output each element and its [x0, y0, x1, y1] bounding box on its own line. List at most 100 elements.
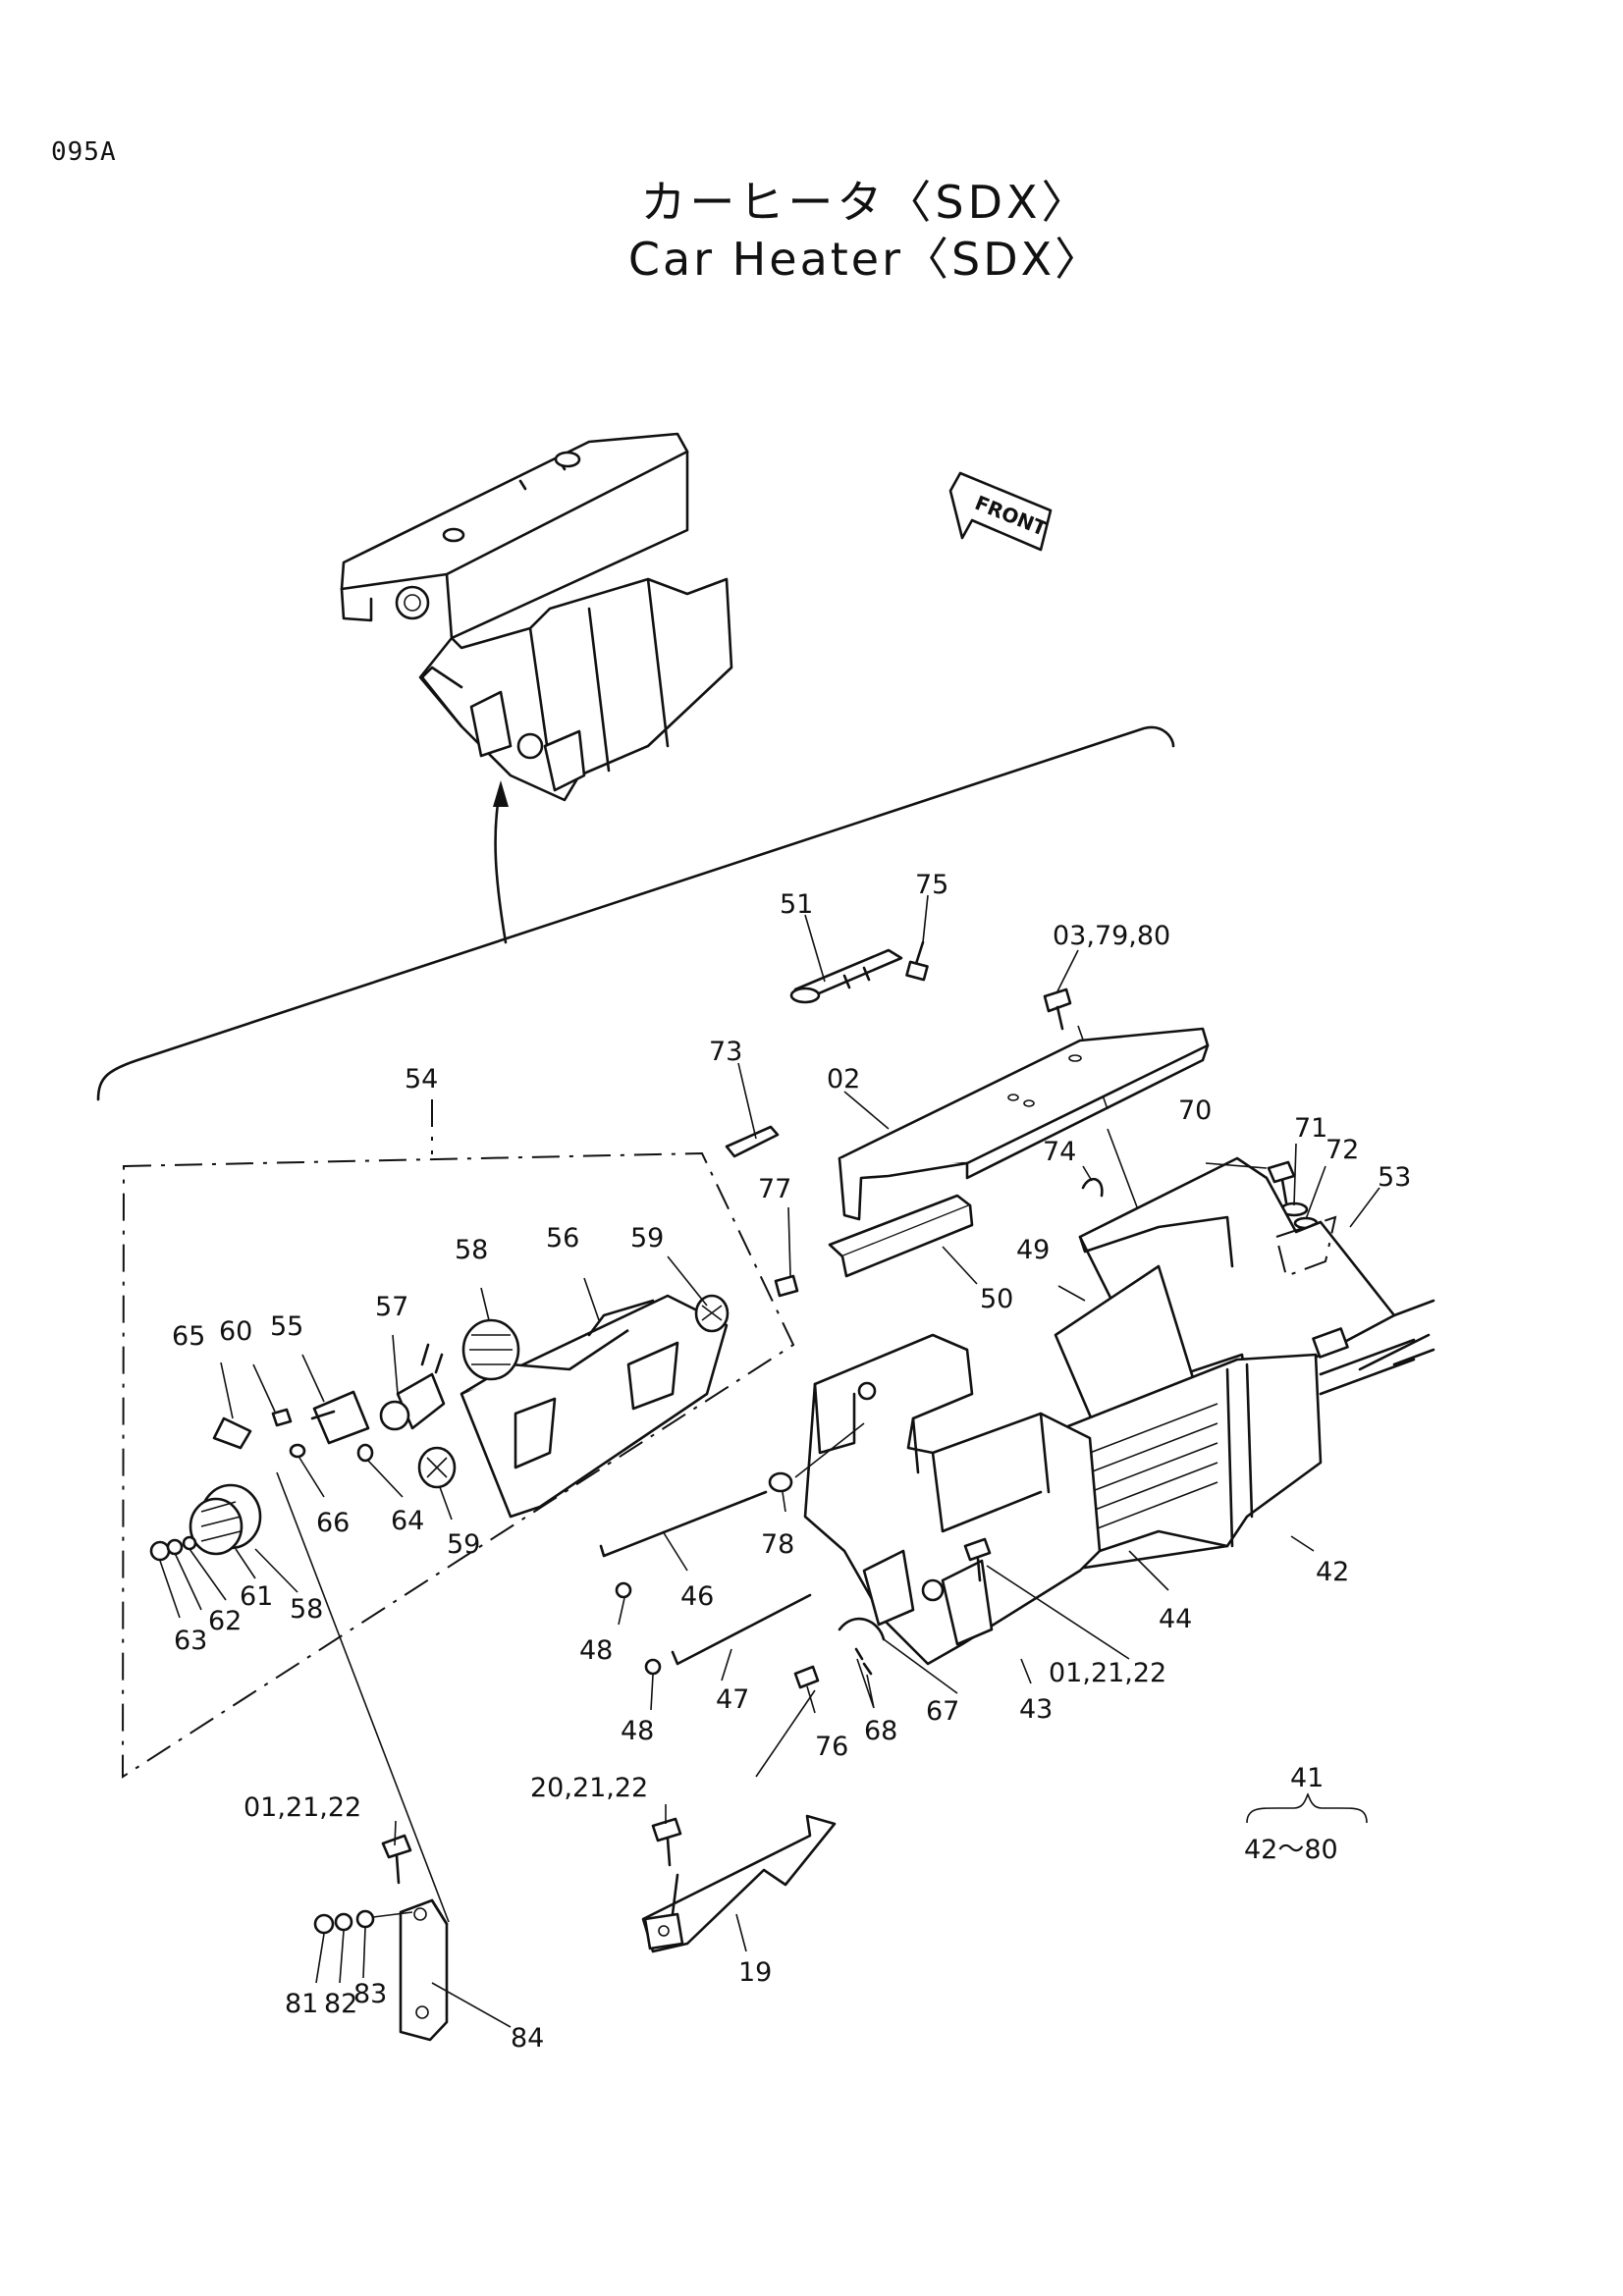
- assembled-heater-overview: [340, 432, 733, 802]
- callout-42: 42: [1316, 1557, 1349, 1587]
- callout-71: 71: [1294, 1113, 1327, 1144]
- callout-01-21-22-left: 01,21,22: [243, 1792, 361, 1823]
- section-boundary-curve: [96, 725, 1175, 1101]
- part-84-bracket: [399, 1898, 449, 2042]
- part-42-heater-core: [1049, 1327, 1416, 1573]
- part-59-plate-lower-mark: [426, 1457, 448, 1478]
- title-english: Car Heater〈SDX〉: [627, 233, 1104, 286]
- callout-62: 62: [208, 1606, 242, 1636]
- page-code: 095A: [51, 137, 117, 167]
- callout-46: 46: [680, 1581, 714, 1612]
- reference-arrow: [494, 783, 508, 944]
- leader-84: [276, 1471, 450, 1923]
- part-60-screw: [271, 1408, 293, 1427]
- part-55-bracket: [310, 1390, 370, 1445]
- callout-55: 55: [270, 1311, 303, 1342]
- front-arrow-icon: FRONT: [948, 471, 1053, 552]
- callout-66: 66: [316, 1508, 350, 1538]
- part-62-washer: [166, 1538, 184, 1556]
- part-47-rod: [671, 1593, 812, 1666]
- callout-20-21-22: 20,21,22: [530, 1773, 648, 1803]
- part-77-screw: [774, 1274, 799, 1298]
- callout-labels: 51 75 03,79,80 73 02 54 70 71 72 74 53 7…: [172, 870, 1411, 2054]
- callout-01-21-22-right: 01,21,22: [1049, 1658, 1166, 1688]
- callout-58-upper: 58: [455, 1235, 488, 1265]
- callout-44: 44: [1159, 1604, 1192, 1634]
- callout-77: 77: [758, 1174, 791, 1204]
- group-54-boundary: [121, 1151, 795, 1779]
- title-japanese: カーヒータ〈SDX〉: [640, 176, 1091, 229]
- callout-67: 67: [926, 1696, 959, 1727]
- leader-83: [372, 1911, 413, 1918]
- part-01-bolt: [963, 1537, 992, 1582]
- part-64-washer: [356, 1443, 374, 1463]
- part-46-rod: [599, 1490, 768, 1558]
- callout-83: 83: [353, 1979, 387, 2009]
- part-76-screw: [793, 1665, 820, 1689]
- part-83-washer: [355, 1909, 375, 1929]
- part-58-fan: [461, 1318, 520, 1381]
- part-82-washer: [334, 1912, 353, 1932]
- callout-82: 82: [324, 1989, 357, 2019]
- callout-48-lower: 48: [621, 1716, 654, 1746]
- callout-84: 84: [511, 2023, 544, 2054]
- callout-49: 49: [1016, 1235, 1050, 1265]
- part-65-cushion: [212, 1416, 252, 1450]
- part-51-bracket: [789, 948, 903, 1004]
- callout-57: 57: [375, 1292, 408, 1322]
- part-68-rivet: [854, 1647, 873, 1676]
- part-73-clip: [725, 1125, 780, 1158]
- part-50-duct: [828, 1194, 974, 1278]
- part-75-screw: [905, 940, 929, 982]
- leader-lines: [159, 894, 1380, 2028]
- callout-54: 54: [405, 1064, 438, 1095]
- callout-43: 43: [1019, 1694, 1053, 1725]
- callout-42-80: 42～80: [1244, 1835, 1338, 1865]
- part-78-grommet: [768, 1471, 793, 1493]
- part-01-bolt-lower: [381, 1834, 412, 1885]
- part-48-cap: [644, 1658, 662, 1676]
- part-43-heater-box: [803, 1333, 1229, 1666]
- part-81-nut: [313, 1913, 335, 1935]
- callout-59-upper: 59: [630, 1223, 664, 1254]
- callout-51: 51: [780, 889, 813, 920]
- arrowhead-icon: [493, 780, 509, 807]
- callout-53: 53: [1378, 1162, 1411, 1193]
- callout-75: 75: [915, 870, 948, 900]
- callout-78: 78: [761, 1529, 794, 1560]
- callout-48-upper: 48: [579, 1635, 613, 1666]
- callout-61: 61: [240, 1581, 273, 1612]
- callout-03-79-80: 03,79,80: [1053, 921, 1170, 951]
- callout-64: 64: [391, 1506, 424, 1536]
- callout-60: 60: [219, 1316, 252, 1347]
- callout-02: 02: [827, 1064, 860, 1095]
- callout-74: 74: [1043, 1137, 1076, 1167]
- part-57-motor: [379, 1343, 446, 1431]
- callout-68: 68: [864, 1716, 897, 1746]
- part-63-nut: [149, 1540, 171, 1562]
- callout-72: 72: [1325, 1135, 1359, 1165]
- part-56-blower-case: [460, 1294, 729, 1519]
- callout-59-lower: 59: [447, 1529, 480, 1560]
- callout-76: 76: [815, 1732, 848, 1762]
- callout-73: 73: [709, 1037, 742, 1067]
- part-74-spring: [1081, 1177, 1104, 1198]
- part-66-washer: [289, 1443, 306, 1459]
- callout-81: 81: [285, 1989, 318, 2019]
- callout-56: 56: [546, 1223, 579, 1254]
- part-58-fan-lower: [189, 1483, 262, 1556]
- leader-78: [794, 1422, 865, 1478]
- part-59-plate-mark: [701, 1305, 723, 1321]
- group-41-brace: [1246, 1792, 1368, 1824]
- callout-50: 50: [980, 1284, 1013, 1314]
- callout-47: 47: [716, 1684, 749, 1715]
- part-19-duct: [641, 1689, 837, 1953]
- part-67-clamp: [838, 1617, 886, 1641]
- callout-70: 70: [1178, 1095, 1212, 1126]
- callout-65: 65: [172, 1321, 205, 1352]
- callout-41: 41: [1290, 1763, 1324, 1793]
- part-02-cover: [838, 1027, 1210, 1221]
- callout-19: 19: [738, 1957, 772, 1988]
- part-48-cap: [615, 1581, 632, 1599]
